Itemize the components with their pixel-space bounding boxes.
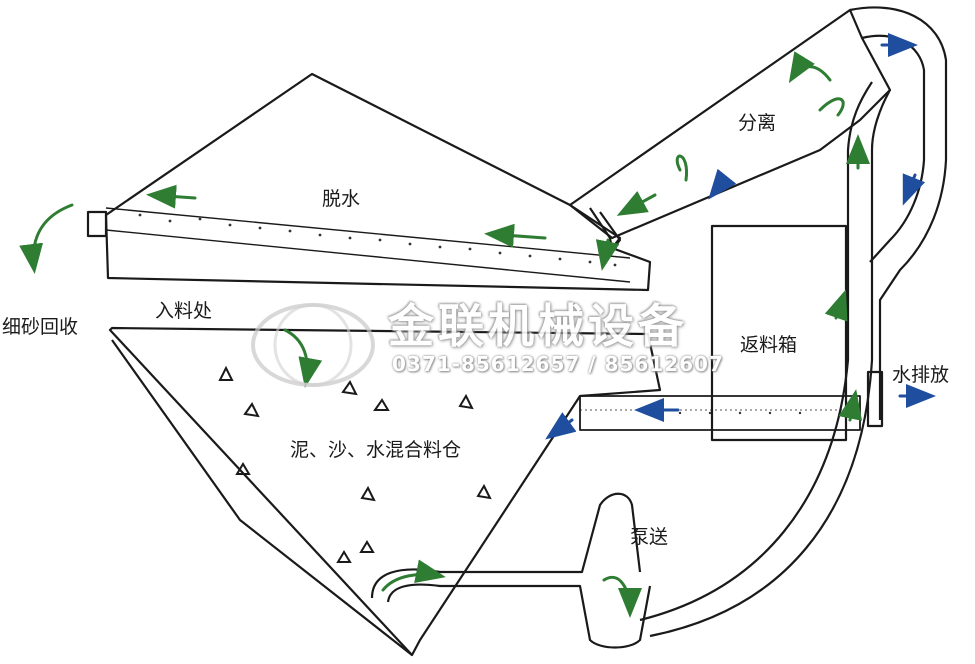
label-fine-sand-recovery: 细砂回收 [2,316,79,338]
riser-pipe [639,81,873,622]
watermark-logo [251,303,375,387]
cyclone-body [568,8,892,240]
return-tank [710,224,848,442]
label-feed-inlet: 入料处 [155,300,213,322]
label-return-tank: 返料箱 [740,334,798,356]
mix-bin [108,326,662,657]
label-water-discharge: 水排放 [892,364,950,386]
watermark-phones: 0371-85612657 / 85612607 [392,352,724,376]
label-dewater: 脱水 [322,188,361,210]
label-separate: 分离 [738,112,777,134]
fine-sand-outlet [86,210,108,238]
label-pumping: 泵送 [630,526,669,548]
watermark-company: 金联机械设备 [388,299,688,353]
label-mix-bin: 泥、沙、水混合料仓 [290,439,462,461]
